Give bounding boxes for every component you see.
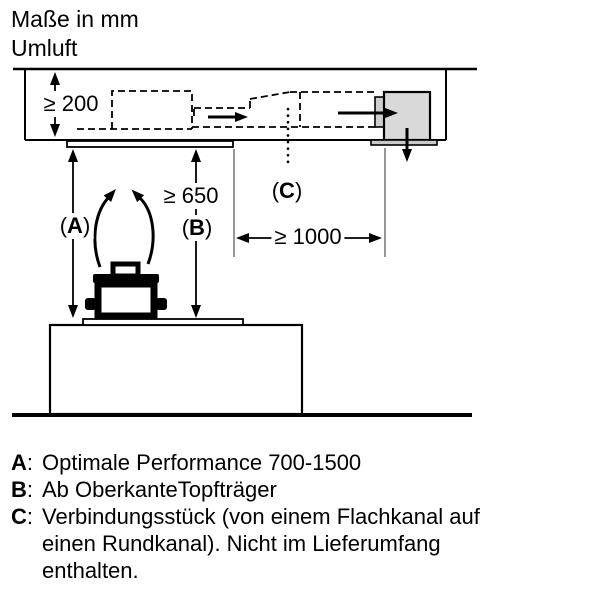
paren-close: ) [294, 178, 303, 203]
label-a: (A) [56, 213, 94, 239]
air-outlet-unit [370, 90, 438, 146]
legend-text-c: Verbindungsstück (von einem Flachkanal a… [42, 504, 480, 583]
paren-open: ( [181, 215, 190, 240]
dim-outlet-distance-label: ≥ 1000 [271, 224, 345, 250]
units-note: Maße in mm [11, 6, 139, 32]
legend-key-b: B: [11, 476, 42, 503]
legend-key-c: C: [11, 503, 42, 530]
label-b: (B) [178, 215, 216, 241]
paren-close: ) [82, 213, 91, 238]
paren-close: ) [204, 215, 213, 240]
letter-a: A [67, 213, 83, 238]
letter-c: C [279, 178, 295, 203]
legend-item-c: C: Verbindungsstück (von einem Flachkana… [11, 503, 516, 584]
legend-key-a: A: [11, 449, 42, 476]
legend-item-a: A: Optimale Performance 700-1500 [11, 449, 516, 476]
hood-panel [66, 140, 234, 148]
extension-lines [233, 148, 386, 257]
airflow-arrows [208, 108, 412, 162]
legend-sep: : [26, 450, 34, 475]
legend-text-b: Ab OberkanteTopfträger [42, 477, 277, 502]
legend-letter-b: B [11, 477, 27, 502]
legend: A: Optimale Performance 700-1500 B: Ab O… [11, 449, 516, 584]
legend-item-b: B: Ab OberkanteTopfträger [11, 476, 516, 503]
duct-dashed-outline [77, 90, 375, 130]
label-c: (C) [268, 178, 306, 204]
legend-letter-a: A [11, 450, 27, 475]
steam-arrows [93, 188, 155, 268]
page-header: Maße in mm Umluft [11, 5, 139, 63]
dim-recess-label: ≥ 200 [40, 91, 102, 117]
pot-icon [85, 261, 167, 320]
legend-sep: : [26, 477, 34, 502]
paren-open: ( [271, 178, 280, 203]
dim-hood-height-label: ≥ 650 [160, 183, 222, 209]
mode-title: Umluft [11, 35, 78, 61]
legend-letter-c: C [11, 504, 27, 529]
letter-b: B [189, 215, 205, 240]
legend-text-a: Optimale Performance 700-1500 [42, 450, 362, 475]
legend-sep: : [26, 504, 34, 529]
counter-base [48, 318, 304, 416]
paren-open: ( [59, 213, 68, 238]
